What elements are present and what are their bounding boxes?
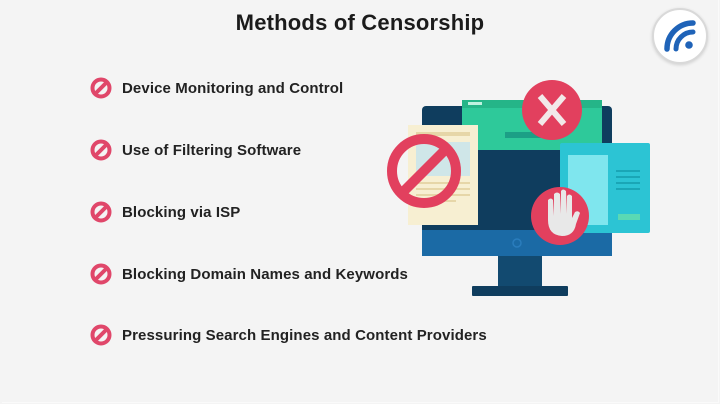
monitor-base [472,286,568,296]
monitor-stand [498,255,542,287]
wifi-signal-icon [664,20,696,52]
list-item: Use of Filtering Software [90,139,301,161]
prohibited-icon [90,139,112,161]
list-item-label: Blocking Domain Names and Keywords [122,265,408,283]
prohibited-icon [90,77,112,99]
list-item-label: Use of Filtering Software [122,141,302,159]
logo-badge [652,8,708,64]
prohibited-icon [90,263,112,285]
list-item: Blocking via ISP [90,201,240,223]
prohibited-sign-icon [387,134,461,208]
prohibited-icon [90,201,112,223]
prohibited-icon [90,324,112,346]
list-item: Blocking Domain Names and Keywords [90,263,408,285]
monitor-button [512,238,522,248]
list-item-label: Blocking via ISP [122,203,241,221]
list-item: Device Monitoring and Control [90,77,343,99]
list-item-label: Pressuring Search Engines and Content Pr… [122,326,487,344]
censorship-illustration [387,80,650,296]
monitor-chin [422,230,612,256]
list-item-label: Device Monitoring and Control [122,79,344,97]
page-title: Methods of Censorship [235,10,485,35]
list-item: Pressuring Search Engines and Content Pr… [90,324,487,346]
